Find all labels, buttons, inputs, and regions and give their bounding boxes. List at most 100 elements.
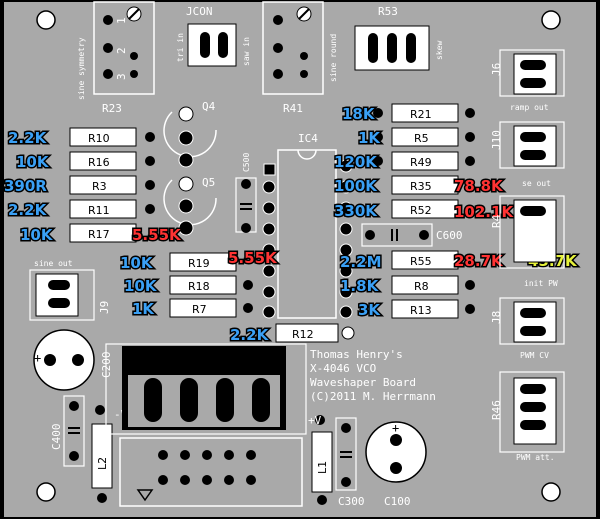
r13-ref: R13	[410, 304, 432, 317]
r11-value: 2.2K	[8, 201, 48, 219]
trimmer-r23-label: sine symmetry	[77, 37, 86, 100]
resistor-body	[69, 127, 137, 147]
r7-value: 1K	[132, 300, 155, 318]
mounting-holes	[36, 10, 561, 502]
resistor-pad	[465, 156, 475, 166]
capacitor-c300: C300	[335, 417, 365, 508]
trimmer-r4: R4 init PW	[490, 195, 565, 288]
c300-ref: C300	[338, 495, 365, 508]
resistor-body	[391, 199, 459, 219]
mounting-hole	[36, 10, 56, 30]
resistor-r12: R12 2.2K	[229, 323, 355, 346]
r49-value: 120K	[334, 153, 378, 171]
r52-measured: 102.1K	[454, 203, 514, 221]
connector-j9: sine out J9	[29, 259, 111, 321]
mounting-hole	[541, 10, 561, 30]
r12-value: 2.2K	[230, 326, 270, 344]
r52-ref: R52	[410, 204, 432, 217]
resistor-body	[391, 175, 459, 195]
r13-value: 3K	[358, 301, 381, 319]
r7-ref: R7	[192, 303, 207, 316]
resistor-pad	[145, 132, 155, 142]
resistor-pad	[373, 132, 383, 142]
title-line-3: Waveshaper Board	[310, 376, 416, 389]
r49-ref: R49	[410, 156, 432, 169]
power-connector	[105, 343, 307, 507]
c100-ref: C100	[384, 495, 411, 508]
r3-ref: R3	[92, 180, 107, 193]
r4-label: init PW	[524, 279, 558, 288]
resistor-body	[69, 175, 137, 195]
right-resistor-group: R21 R5 R49 R35 R52 R55 R8 R13 18K 1K 120…	[333, 103, 580, 321]
title-line-1: Thomas Henry's	[310, 348, 403, 361]
trimmer-r41-label: sine round	[329, 34, 338, 82]
trimmer-r53: R53 skew	[354, 5, 444, 71]
trimmer-r41: sine round R41	[262, 1, 338, 115]
r19-value: 10K	[120, 254, 154, 272]
c200-plus: +	[34, 351, 41, 365]
r18-value: 10K	[124, 277, 158, 295]
resistor-pad	[465, 108, 475, 118]
r53-label: skew	[435, 41, 444, 60]
capacitor-c600: C600	[361, 223, 463, 247]
q4-ref: Q4	[202, 100, 216, 113]
pin-mark-2: 2	[115, 47, 128, 54]
resistor-pad	[145, 204, 155, 214]
pin-mark-3: 3	[115, 73, 128, 80]
ic4-ref: IC4	[298, 132, 318, 145]
connector-j8: J8 PWM CV	[490, 297, 565, 360]
resistor-pad	[243, 280, 253, 290]
resistor-pad	[465, 280, 475, 290]
resistor-pad	[465, 304, 475, 314]
r21-ref: R21	[410, 108, 432, 121]
resistor-pad	[145, 156, 155, 166]
r16-value: 10K	[16, 153, 50, 171]
connector-j6: J6 ramp out	[490, 49, 565, 112]
left-resistor-group: R10 R16 R3 R11 R17 2.2K 10K 390R 2.2K 10…	[3, 127, 184, 246]
j9-ref: J9	[98, 301, 111, 314]
jcon-right-label: saw in	[242, 37, 251, 66]
resistor-body	[391, 103, 459, 123]
r8-ref: R8	[414, 280, 429, 293]
transistor-q4: Q4	[163, 100, 217, 168]
j9-label: sine out	[34, 259, 73, 268]
r10-ref: R10	[88, 132, 110, 145]
r53-ref: R53	[378, 5, 398, 18]
r52-value: 330K	[334, 202, 378, 220]
r17-measured: 5.55K	[132, 226, 182, 244]
r35-value: 100K	[334, 177, 378, 195]
plus-v-mark: +V	[308, 414, 322, 427]
r17-value: 10K	[20, 226, 54, 244]
c600-ref: C600	[436, 229, 463, 242]
resistor-pad	[465, 132, 475, 142]
resistor-body	[391, 275, 459, 295]
resistor-body	[391, 151, 459, 171]
capacitor-c500: C500	[235, 153, 257, 233]
resistor-body	[69, 199, 137, 219]
resistor-body	[69, 223, 137, 243]
r17-ref: R17	[88, 228, 110, 241]
r10-value: 2.2K	[8, 129, 48, 147]
resistor-body	[169, 298, 237, 318]
j6-ref: J6	[490, 63, 503, 76]
r19-ref: R19	[188, 257, 210, 270]
r46-ref: R46	[490, 400, 503, 420]
jcon-ref: JCON	[186, 5, 213, 18]
r18-ref: R18	[188, 280, 210, 293]
center-resistor-group: R19 R18 R7 10K 10K 1K 5.55K	[119, 248, 280, 320]
c400-ref: C400	[50, 424, 63, 451]
resistor-pad	[145, 180, 155, 190]
c100-plus: +	[392, 421, 399, 435]
r16-ref: R16	[88, 156, 110, 169]
resistor-body	[391, 299, 459, 319]
header-jcon: JCON tri in saw in	[176, 5, 251, 67]
j8-label: PWM CV	[520, 351, 549, 360]
r5-value: 1K	[358, 129, 381, 147]
r3-value: 390R	[4, 177, 47, 195]
resistor-body	[391, 127, 459, 147]
r55-value: 2.2M	[340, 253, 382, 271]
title-line-2: X-4046 VCO	[310, 362, 376, 375]
transistor-q5: Q5	[163, 176, 217, 236]
mounting-hole	[36, 482, 56, 502]
